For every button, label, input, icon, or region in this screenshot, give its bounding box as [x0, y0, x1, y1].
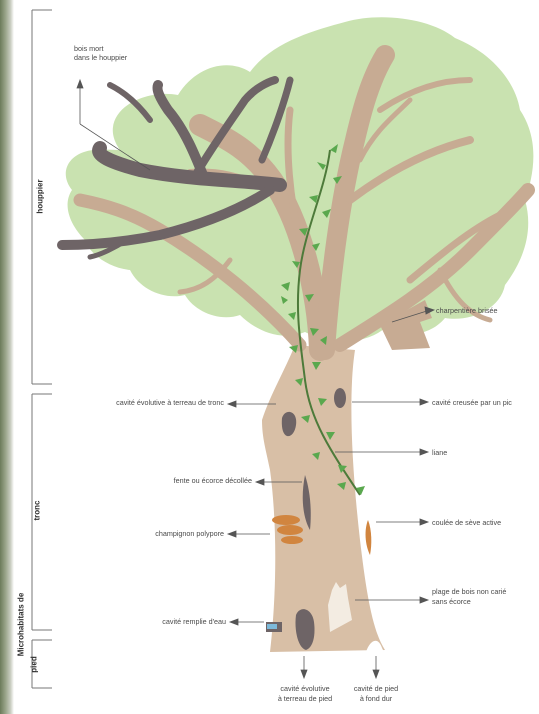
label-plage-line2: sans écorce: [432, 597, 471, 606]
label-cavite-fond-dur-line2: à fond dur: [338, 694, 414, 703]
label-cavite-eau: cavité remplie d'eau: [90, 617, 226, 626]
label-plage: plage de bois non carié: [432, 587, 506, 596]
water: [267, 624, 277, 629]
section-label-pied: pied: [30, 655, 39, 675]
label-cavite-terreau-tronc: cavité évolutive à terreau de tronc: [60, 398, 224, 407]
label-cavite-fond-dur: cavité de pied: [338, 684, 414, 693]
woodpecker-hole: [334, 388, 346, 408]
trunk: [262, 345, 385, 652]
section-label-houppier: houppier: [36, 177, 45, 217]
label-bois-mort: bois mort: [74, 44, 104, 53]
sap-flow: [366, 520, 372, 555]
section-brackets: [32, 10, 52, 688]
label-coulee: coulée de sève active: [432, 518, 501, 527]
label-bois-mort-line2: dans le houppier: [74, 53, 127, 62]
label-fente: fente ou écorce décollée: [90, 476, 252, 485]
section-label-tronc: tronc: [33, 496, 42, 526]
section-label-microhabitats: Microhabitats de: [17, 590, 26, 660]
label-cavite-pic: cavité creusée par un pic: [432, 398, 512, 407]
label-champignon: champignon polypore: [90, 529, 224, 538]
label-cavite-pied: cavité évolutive: [260, 684, 350, 693]
label-cavite-pied-line2: à terreau de pied: [260, 694, 350, 703]
foliage: [66, 17, 534, 341]
label-liane: liane: [432, 448, 447, 457]
label-charpentiere: charpentière brisée: [436, 306, 498, 315]
